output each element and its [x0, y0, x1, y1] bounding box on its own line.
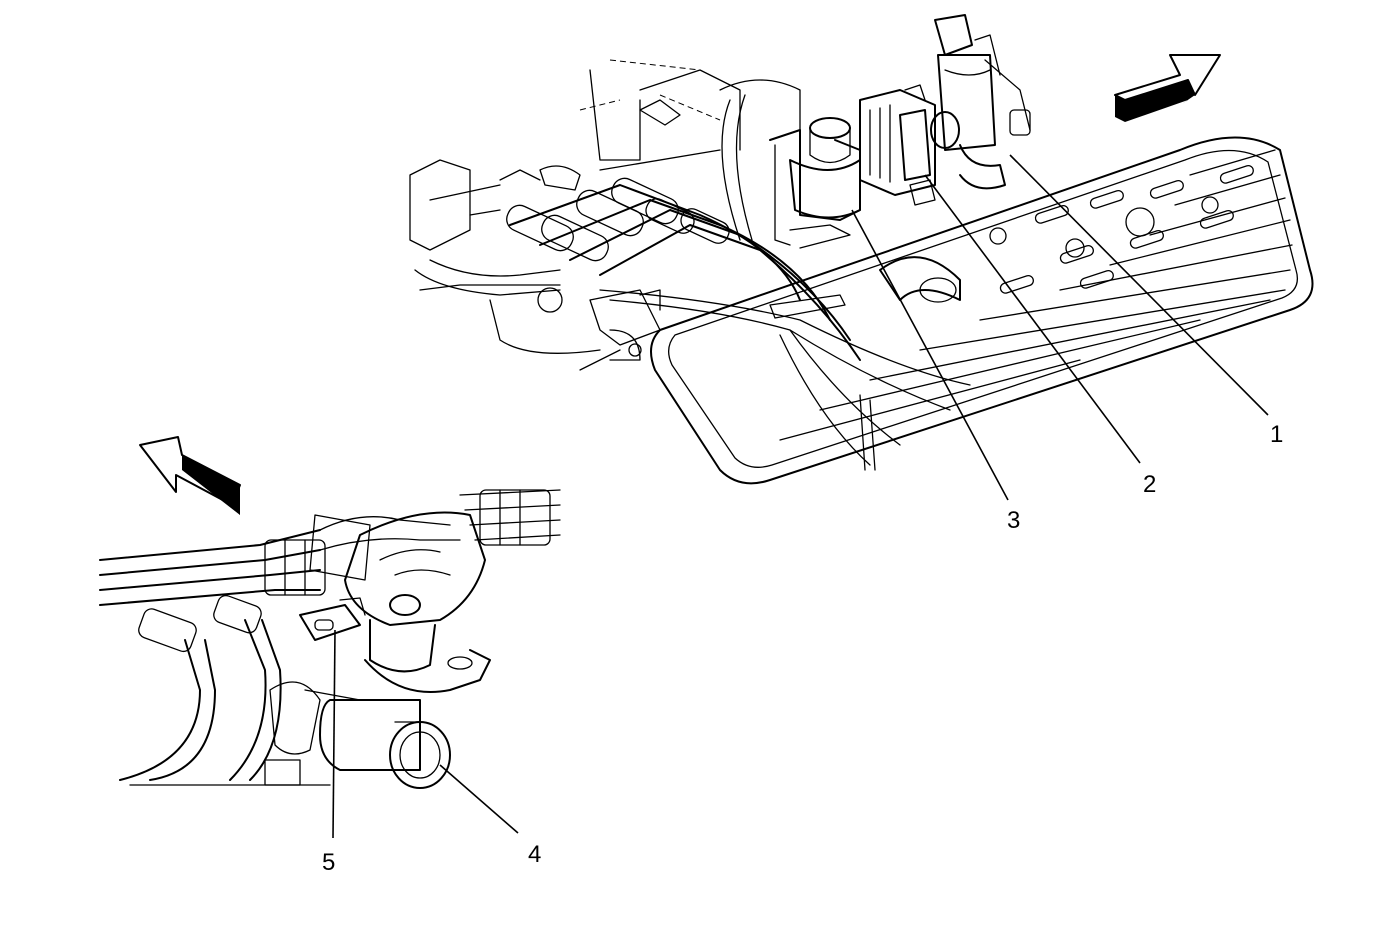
callout-labels: 1 2 3 4 5: [322, 421, 1283, 876]
leader-4: [439, 764, 519, 834]
lower-distributor-assembly: [99, 436, 561, 789]
upper-engine-assembly: [409, 14, 1314, 485]
callout-label-2: 2: [1143, 471, 1156, 498]
forward-arrow-bottom: [139, 436, 241, 515]
distributor-cap: [344, 511, 491, 693]
leader-1: [1009, 154, 1269, 416]
leader-3: [851, 209, 1009, 501]
callout-label-5: 5: [322, 849, 335, 876]
component-1-sensor: [934, 14, 1031, 190]
upper-plug-wires: [506, 177, 971, 471]
forward-arrow-top: [1114, 54, 1221, 122]
lower-plug-wires: [99, 489, 561, 606]
leader-2: [924, 174, 1141, 464]
component-3-solenoid: [769, 117, 861, 249]
engine-block: [409, 59, 801, 371]
callout-label-4: 4: [528, 841, 541, 868]
component-2-module: [859, 84, 960, 206]
component-5-connector: [299, 597, 366, 641]
callout-label-3: 3: [1007, 507, 1020, 534]
callout-label-1: 1: [1270, 421, 1283, 448]
callout-leaders: [332, 154, 1269, 839]
valve-cover: [650, 136, 1314, 485]
leader-5: [332, 629, 336, 839]
lower-hoses: [119, 594, 361, 786]
component-4-cylinder: [319, 699, 451, 789]
